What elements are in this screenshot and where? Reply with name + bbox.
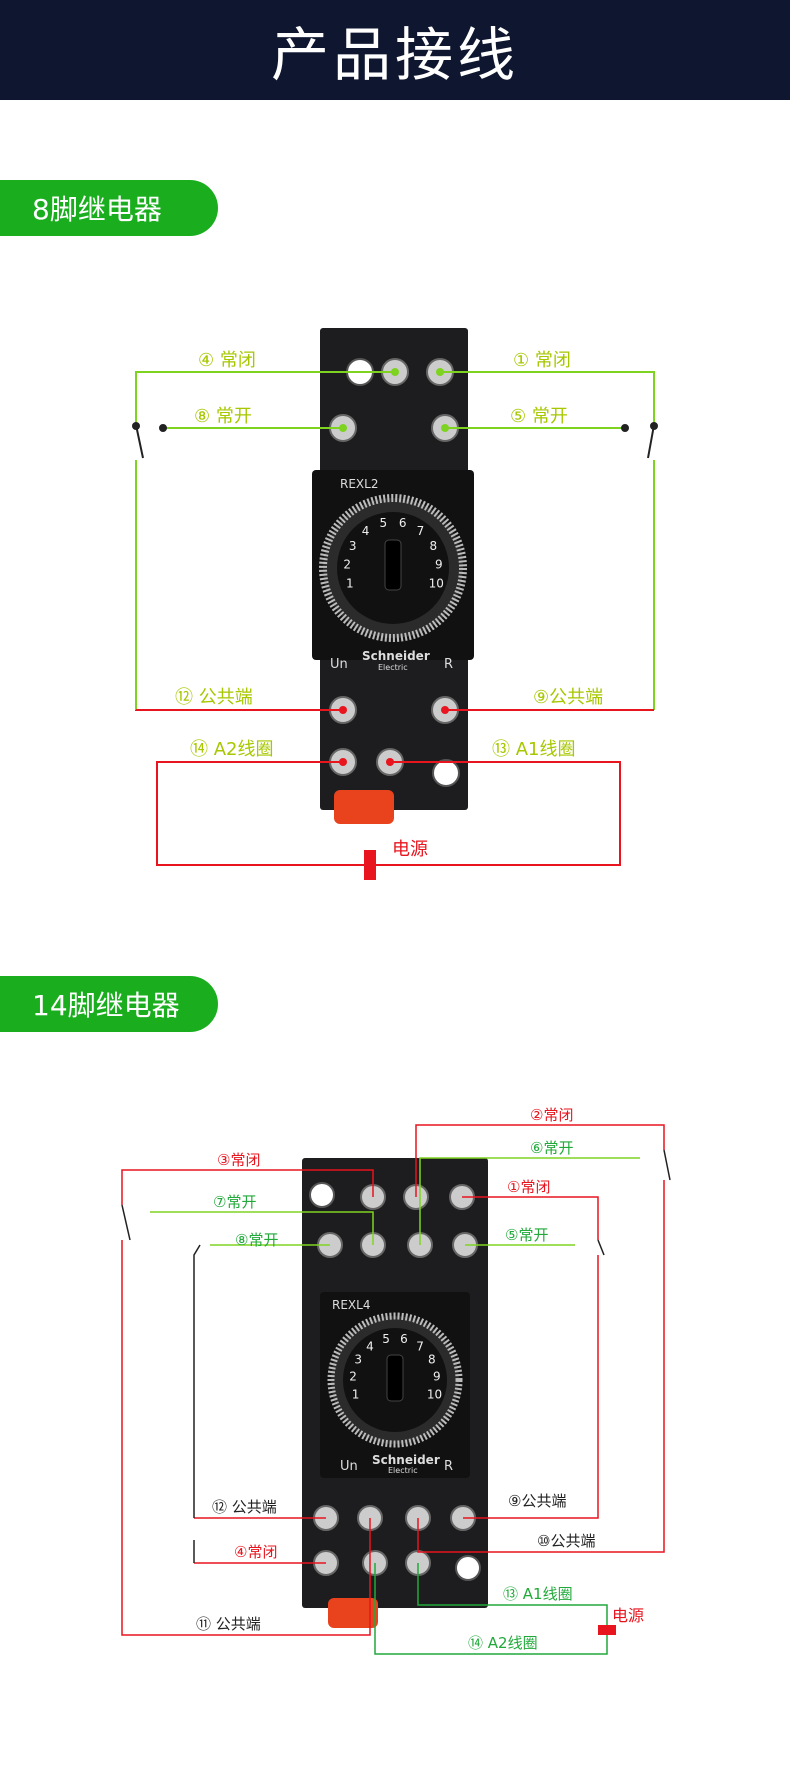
terminal-labels: ④ 常闭 ① 常闭 ⑧ 常开 ⑤ 常开 ⑫ 公共端 ⑨公共端 ⑭ A2线圈 ⑬ …: [175, 350, 603, 860]
section2-title: 14脚继电器: [32, 989, 180, 1022]
label-t10: ⑩公共端: [537, 1532, 595, 1550]
un-label: Un: [330, 657, 348, 672]
nc-switch-left: [132, 422, 167, 459]
label-t14: ⑭ A2线圈: [468, 1634, 538, 1652]
label-t5: ⑤常开: [505, 1226, 548, 1244]
dial-number: 4: [362, 524, 370, 538]
dial-number: 1: [346, 577, 354, 591]
label-t13: ⑬ A1线圈: [503, 1585, 573, 1603]
label-power: 电源: [612, 1606, 644, 1625]
dial-number: 2: [349, 1370, 357, 1384]
dial-number: 8: [428, 1353, 436, 1367]
page-header: 产品接线: [0, 0, 790, 100]
dial-number: 10: [427, 1387, 442, 1401]
coil-wires: [374, 1563, 608, 1655]
label-t9: ⑨公共端: [508, 1492, 566, 1510]
label-t11: ⑪ 公共端: [196, 1615, 261, 1633]
nc-switch-right: [621, 422, 658, 459]
red-release-clip: [334, 790, 394, 824]
dial-number: 6: [399, 516, 407, 530]
section1-title-pill: 8脚继电器: [0, 180, 218, 236]
dial-number: 1: [352, 1387, 360, 1401]
label-t8: ⑧ 常开: [194, 406, 252, 427]
section1-title: 8脚继电器: [32, 193, 162, 226]
label-t12: ⑫ 公共端: [212, 1498, 277, 1516]
mount-hole-bottom: [432, 759, 460, 787]
label-t7: ⑦常开: [213, 1193, 256, 1211]
brand-sub-label: Electric: [388, 1466, 418, 1475]
dial-number: 3: [354, 1353, 362, 1367]
dial-number: 8: [429, 539, 437, 553]
power-source-symbol: [598, 1625, 616, 1635]
dial-knob[interactable]: [386, 1354, 404, 1402]
label-t9: ⑨公共端: [533, 687, 603, 708]
red-release-clip: [328, 1598, 378, 1628]
dial-number: 9: [433, 1370, 441, 1384]
label-t2: ②常闭: [530, 1106, 573, 1124]
brand-label: Schneider: [362, 649, 430, 663]
dial-number: 5: [382, 1332, 390, 1346]
dial-number: 2: [343, 557, 351, 571]
label-t3: ③常闭: [217, 1151, 260, 1169]
model-label: REXL4: [332, 1298, 370, 1312]
section2-title-pill: 14脚继电器: [0, 976, 218, 1032]
dial-number: 7: [416, 1339, 424, 1353]
dial-number: 7: [417, 524, 425, 538]
un-label: Un: [340, 1459, 358, 1474]
switch-wires: [121, 1149, 671, 1563]
mount-hole-top: [309, 1182, 335, 1208]
label-t5: ⑤ 常开: [510, 406, 568, 427]
red-wires: [136, 709, 654, 866]
label-t4: ④常闭: [234, 1543, 277, 1561]
terminal-labels: ②常闭 ⑥常开 ③常闭 ①常闭 ⑦常开 ⑧常开 ⑤常开 ⑫ 公共端 ⑨公共端 ⑩…: [196, 1106, 644, 1652]
dial-number: 6: [400, 1332, 408, 1346]
label-t8: ⑧常开: [235, 1231, 278, 1249]
terminal-dots: [339, 368, 449, 766]
dial-number: 9: [435, 557, 443, 571]
label-t1: ① 常闭: [513, 350, 571, 371]
dial-number: 3: [349, 539, 357, 553]
dial-number: 4: [366, 1339, 374, 1353]
label-t4: ④ 常闭: [198, 350, 256, 371]
label-t12: ⑫ 公共端: [175, 687, 253, 708]
label-t6: ⑥常开: [530, 1139, 573, 1157]
green-wires: [150, 1157, 640, 1246]
model-label: REXL2: [340, 477, 378, 491]
label-t13: ⑬ A1线圈: [492, 739, 576, 760]
mount-hole-bottom: [455, 1555, 481, 1581]
label-t1: ①常闭: [507, 1178, 550, 1196]
dial-number: 10: [429, 577, 444, 591]
r-label: R: [444, 1459, 453, 1474]
label-power: 电源: [392, 839, 428, 860]
r-label: R: [444, 657, 453, 672]
power-source-symbol: [364, 850, 376, 880]
page-title: 产品接线: [270, 21, 519, 89]
brand-sub-label: Electric: [378, 663, 408, 672]
brand-label: Schneider: [372, 1453, 440, 1467]
dial-knob[interactable]: [384, 539, 402, 591]
label-t14: ⑭ A2线圈: [190, 739, 274, 760]
dial-number: 5: [379, 516, 387, 530]
red-wires: [121, 1124, 665, 1636]
